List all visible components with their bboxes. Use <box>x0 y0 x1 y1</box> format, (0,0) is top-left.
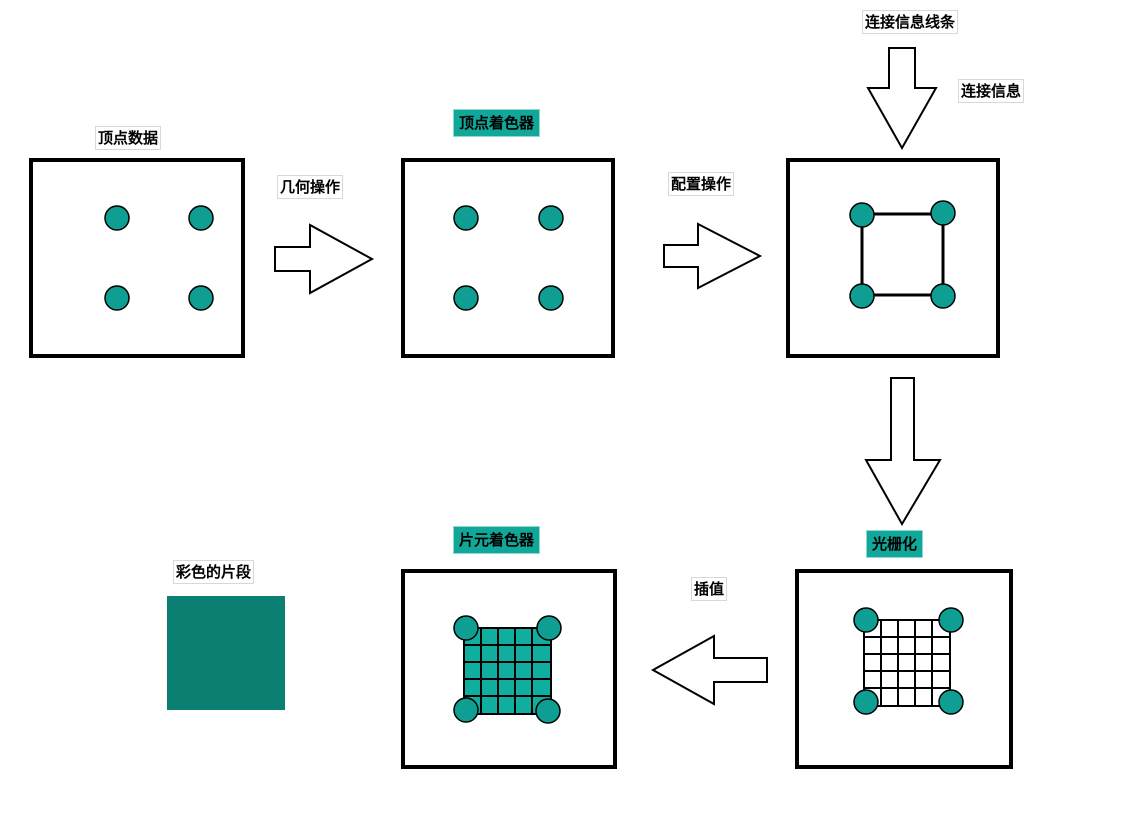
vertex-point <box>453 285 479 311</box>
arrow-down-raster <box>864 377 942 526</box>
label-fragment-shader: 片元着色器 <box>453 526 541 554</box>
colored-fragment-swatch <box>167 596 285 710</box>
vertex-data-points <box>104 205 214 311</box>
arrow-right-1 <box>274 223 375 295</box>
vertex-point <box>849 283 875 309</box>
vertex-data-box <box>29 158 245 358</box>
vertex-point <box>930 200 956 226</box>
label-rasterization: 光栅化 <box>866 530 924 558</box>
vertex-point <box>536 615 562 641</box>
vertex-point <box>853 689 879 715</box>
vertex-point <box>938 689 964 715</box>
raster-grid <box>863 619 951 707</box>
connected-square <box>860 212 945 297</box>
label-vertex-shader: 顶点着色器 <box>453 109 541 137</box>
arrow-left-interpolation <box>650 634 768 706</box>
label-config-op: 配置操作 <box>668 172 735 196</box>
fragment-points <box>453 615 562 724</box>
vertex-point <box>538 285 564 311</box>
vertex-point <box>453 697 479 723</box>
vertex-point <box>930 283 956 309</box>
label-connection-info: 连接信息 <box>958 79 1025 103</box>
vertex-point <box>453 615 479 641</box>
vertex-point <box>938 607 964 633</box>
label-connection-lines: 连接信息线条 <box>862 10 959 34</box>
fragment-grid <box>463 627 552 715</box>
vertex-point <box>188 285 214 311</box>
vertex-point <box>453 205 479 231</box>
assembly-points <box>849 200 956 309</box>
arrow-down-connection <box>866 47 938 151</box>
vertex-point <box>188 205 214 231</box>
vertex-point <box>535 698 561 724</box>
primitive-assembly-box <box>786 158 1000 358</box>
vertex-point <box>104 285 130 311</box>
raster-points <box>853 607 964 715</box>
vertex-shader-points <box>453 205 564 311</box>
vertex-shader-box <box>401 158 615 358</box>
label-vertex-data: 顶点数据 <box>95 126 162 150</box>
vertex-point <box>849 202 875 228</box>
vertex-point <box>853 607 879 633</box>
vertex-point <box>104 205 130 231</box>
label-interpolation: 插值 <box>691 577 728 601</box>
arrow-right-2 <box>663 222 763 290</box>
label-colored-fragment: 彩色的片段 <box>173 560 255 584</box>
label-geometry-op: 几何操作 <box>277 175 344 199</box>
vertex-point <box>538 205 564 231</box>
